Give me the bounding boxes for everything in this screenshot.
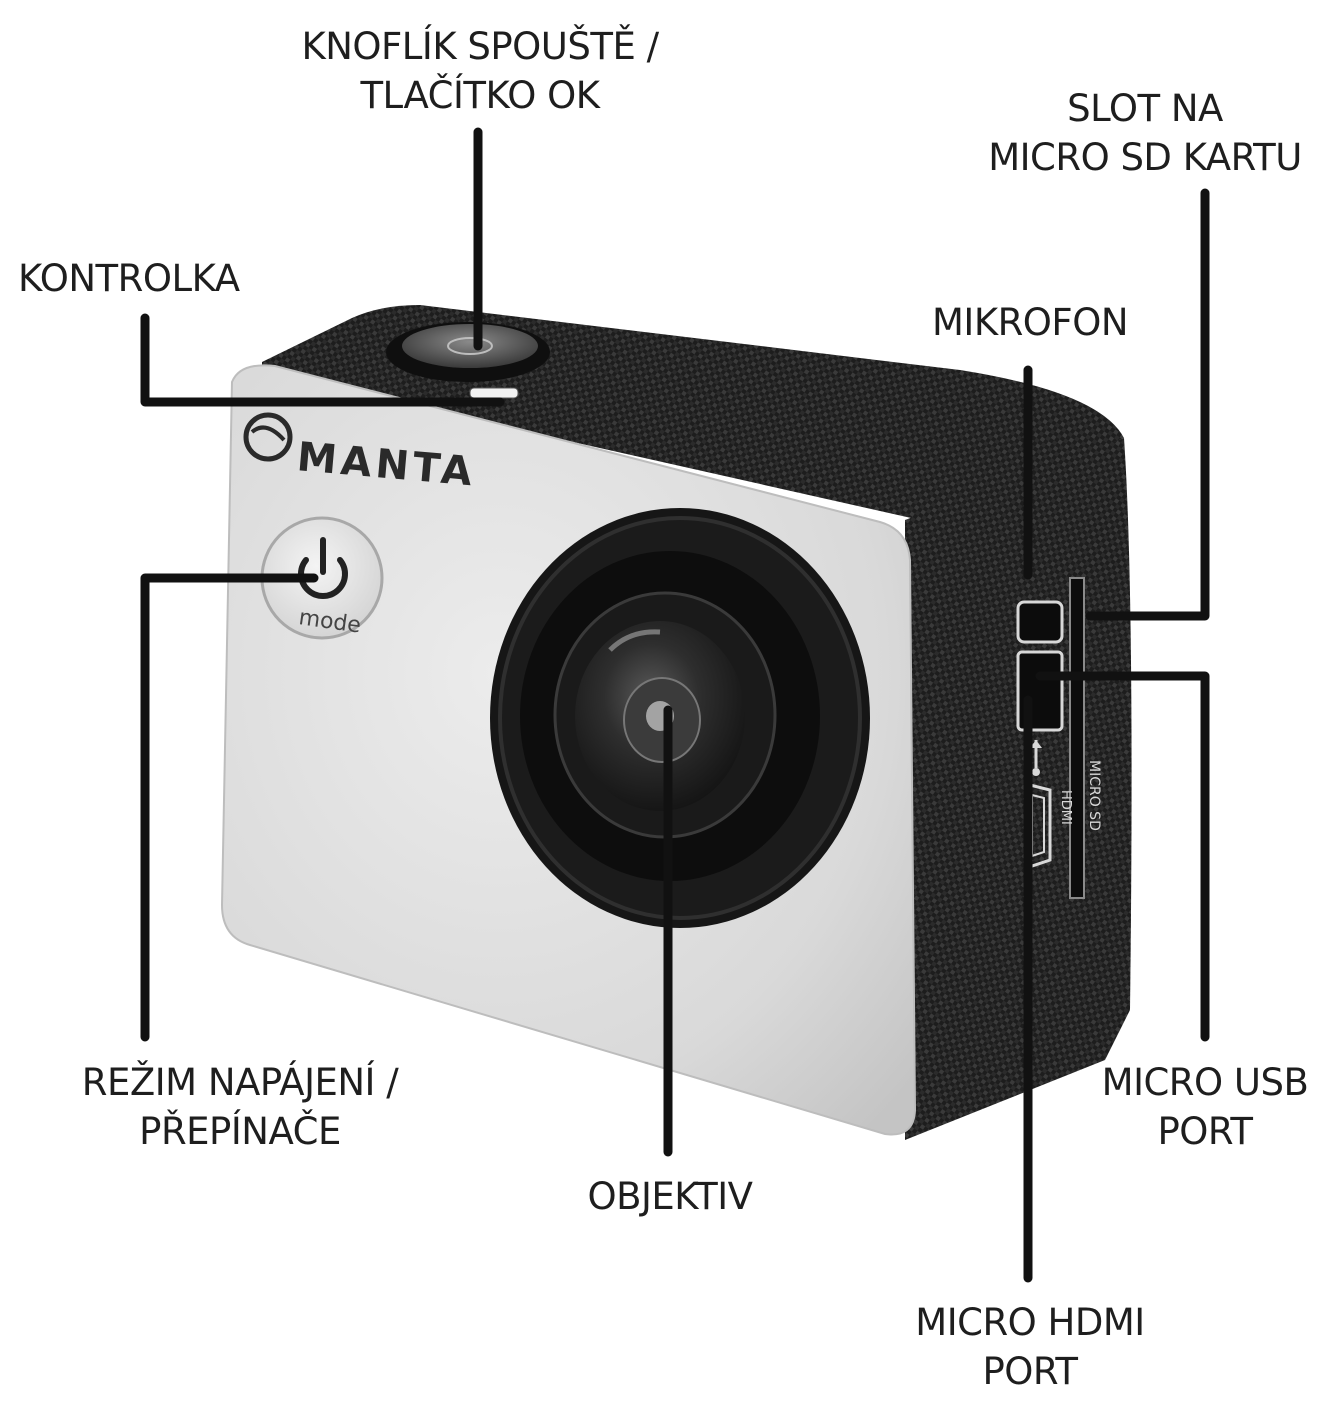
label-micro-usb: MICRO USB PORT <box>1101 1061 1309 1153</box>
label-lens: OBJEKTIV <box>587 1175 753 1218</box>
label-shutter-button: KNOFLÍK SPOUŠTĚ / TLAČÍTKO OK <box>301 25 659 117</box>
label-micro-hdmi: MICRO HDMI PORT <box>915 1301 1145 1393</box>
hdmi-side-text: HDMI <box>1058 790 1073 825</box>
power-icon <box>298 537 348 599</box>
label-sd-slot: SLOT NA MICRO SD KARTU <box>988 87 1302 179</box>
label-microphone: MIKROFON <box>931 301 1129 344</box>
label-indicator: KONTROLKA <box>18 257 240 300</box>
sd-card-slot <box>1069 577 1085 899</box>
shutter-button <box>386 322 550 382</box>
leader-micro-usb <box>1035 671 1210 1042</box>
lens-assembly <box>490 508 870 928</box>
manta-logo-icon <box>243 412 293 462</box>
sd-side-text: MICRO SD <box>1086 760 1102 831</box>
leader-lines <box>140 127 1210 1283</box>
indicator-light <box>469 387 519 399</box>
leader-sd-slot <box>1085 188 1210 621</box>
leader-power-mode <box>140 573 319 1042</box>
usb-icon <box>1030 740 1042 776</box>
leader-indicator <box>140 313 505 407</box>
micro-usb-port <box>1016 600 1064 644</box>
label-power-mode: REŽIM NAPÁJENÍ / PŘEPÍNAČE <box>81 1061 399 1153</box>
